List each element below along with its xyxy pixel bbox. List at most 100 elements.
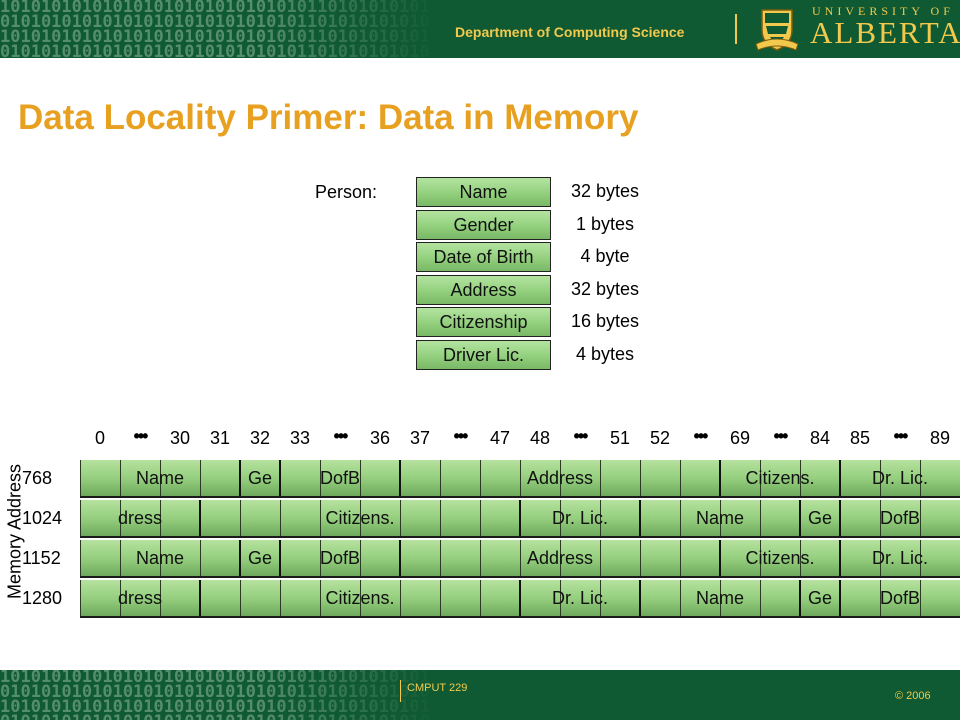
memory-byte-cell	[160, 500, 200, 536]
memory-byte-cell	[320, 460, 360, 496]
memory-byte-cell	[760, 580, 800, 616]
memory-byte-cell	[760, 500, 800, 536]
memory-field-label: Citizens.	[325, 508, 395, 528]
person-field-box: Name	[416, 177, 551, 207]
memory-byte-cell	[400, 460, 440, 496]
memory-byte-cell	[440, 500, 480, 536]
memory-byte-cell	[920, 500, 960, 536]
memory-byte-cell	[160, 580, 200, 616]
memory-field-label: Name	[695, 508, 744, 528]
byte-offset-label: 84	[809, 428, 831, 448]
byte-offset-label: 51	[609, 428, 631, 448]
field-boundary	[719, 540, 721, 576]
memory-field-label: Name	[135, 548, 184, 568]
memory-byte-cell	[80, 540, 120, 576]
header-bar: 1010101010101010101010101010101101010101…	[0, 0, 960, 58]
memory-byte-cell	[320, 540, 360, 576]
memory-byte-cell	[160, 540, 200, 576]
memory-field-label: dress	[117, 508, 162, 528]
field-boundary	[519, 500, 521, 536]
memory-byte-cell	[840, 540, 880, 576]
memory-byte-cell	[240, 540, 280, 576]
footer-bar: 1010101010101010101010101010101101010101…	[0, 670, 960, 720]
memory-byte-cell	[120, 500, 160, 536]
memory-field-label: Ge	[807, 508, 832, 528]
address-ellipsis: •••	[453, 426, 469, 446]
memory-field-label: Name	[695, 588, 744, 608]
memory-row-address: 1152	[22, 548, 61, 568]
memory-byte-cell	[480, 460, 520, 496]
field-boundary	[399, 460, 401, 496]
memory-byte-cell	[920, 580, 960, 616]
memory-byte-cell	[400, 580, 440, 616]
memory-byte-cell	[360, 500, 400, 536]
memory-byte-cell	[520, 580, 560, 616]
address-ellipsis: •••	[893, 426, 909, 446]
header-divider	[735, 14, 737, 44]
person-field-box: Citizenship	[416, 307, 551, 337]
person-field-box: Address	[416, 274, 551, 305]
memory-field-label: Citizens.	[745, 548, 815, 568]
person-field-size: 4 bytes	[575, 343, 635, 364]
person-label: Person:	[315, 182, 378, 202]
memory-byte-cell	[560, 540, 600, 576]
memory-byte-cell	[240, 580, 280, 616]
memory-byte-cell	[680, 540, 720, 576]
person-field-size: 32 bytes	[570, 278, 640, 299]
memory-byte-cell	[640, 500, 680, 536]
memory-byte-cell	[440, 460, 480, 496]
field-boundary	[799, 500, 801, 536]
memory-field-label: Ge	[247, 468, 272, 488]
memory-field-label: DofB	[879, 588, 921, 608]
field-boundary	[239, 460, 241, 496]
memory-field-label: Dr. Lic.	[871, 548, 928, 568]
byte-offset-label: 33	[289, 428, 311, 448]
copyright: © 2006	[895, 690, 931, 702]
memory-byte-cell	[600, 580, 640, 616]
memory-row-address: 1280	[22, 588, 63, 608]
memory-byte-cell	[560, 580, 600, 616]
memory-byte-cell	[240, 500, 280, 536]
byte-offset-label: 37	[409, 428, 431, 448]
memory-byte-cell	[480, 540, 520, 576]
memory-row-address: 1024	[22, 508, 63, 528]
memory-byte-cell	[360, 580, 400, 616]
memory-byte-cell	[720, 460, 760, 496]
memory-byte-cell	[280, 580, 320, 616]
memory-byte-cell	[640, 460, 680, 496]
field-boundary	[839, 580, 841, 616]
memory-byte-cell	[720, 500, 760, 536]
memory-byte-cell	[800, 540, 840, 576]
memory-byte-cell	[800, 460, 840, 496]
memory-field-label: Dr. Lic.	[551, 588, 608, 608]
memory-byte-cell	[120, 460, 160, 496]
memory-field-label: Dr. Lic.	[871, 468, 928, 488]
field-boundary	[839, 500, 841, 536]
person-field-size: 16 bytes	[570, 311, 640, 331]
byte-offset-label: 69	[729, 428, 751, 448]
field-boundary	[519, 580, 521, 616]
memory-field-label: DofB	[319, 548, 361, 568]
memory-byte-cell	[760, 460, 800, 496]
field-boundary	[399, 540, 401, 576]
memory-byte-cell	[480, 580, 520, 616]
memory-byte-cell	[440, 540, 480, 576]
byte-offset-label: 85	[849, 428, 871, 448]
field-boundary	[639, 500, 641, 536]
course-code: CMPUT 229	[400, 680, 467, 702]
memory-byte-cell	[400, 500, 440, 536]
memory-byte-cell	[600, 460, 640, 496]
person-field-size: 1 bytes	[575, 213, 635, 234]
memory-byte-cell	[120, 540, 160, 576]
memory-byte-cell	[760, 540, 800, 576]
person-field-box: Gender	[416, 209, 551, 240]
byte-offset-label: 52	[649, 428, 671, 448]
memory-byte-cell	[200, 540, 240, 576]
byte-offset-label: 31	[209, 428, 231, 448]
memory-field-label: Name	[135, 468, 184, 488]
memory-byte-cell	[440, 580, 480, 616]
memory-byte-cell	[360, 460, 400, 496]
